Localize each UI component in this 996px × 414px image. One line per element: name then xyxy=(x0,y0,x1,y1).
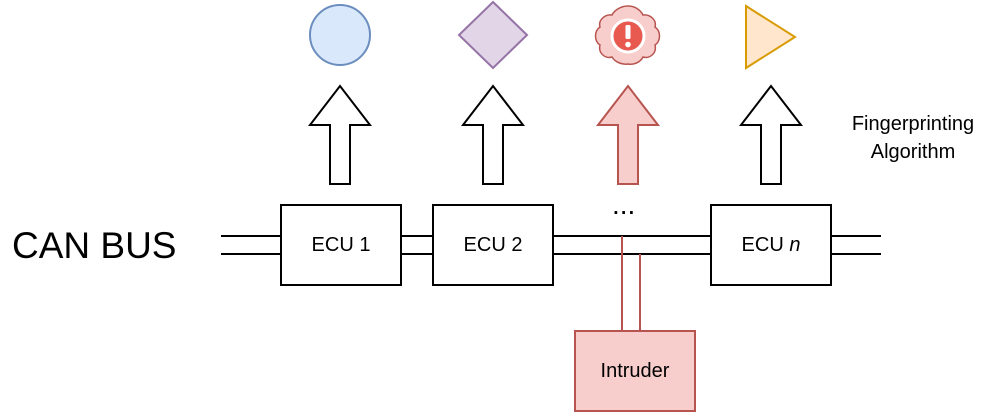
algorithm-label-line-1: Fingerprinting xyxy=(851,113,975,135)
algorithm-label-line-2: Algorithm xyxy=(870,141,956,163)
arrow-intruder xyxy=(595,84,661,185)
ecu-1-label: ECU 1 xyxy=(311,233,371,256)
intruder-connection xyxy=(621,236,641,331)
arrow-ecu-n xyxy=(738,84,804,185)
signature-diamond-icon xyxy=(457,0,529,70)
signature-triangle-icon xyxy=(745,4,797,70)
fingerprinting-algorithm-label: Fingerprinting Algorithm xyxy=(838,110,988,166)
ecu-2-box xyxy=(432,204,554,286)
signature-alert-icon xyxy=(594,5,661,65)
arrow-ecu-1 xyxy=(307,84,373,185)
can-bus-label: CAN BUS xyxy=(12,225,177,266)
intruder-box xyxy=(574,330,696,412)
intruder-label: Intruder xyxy=(600,359,670,382)
ecu-n-label-prefix: ECU xyxy=(741,233,784,256)
ellipsis-more-ecus: ... xyxy=(612,189,636,220)
ecu-1-box xyxy=(280,204,402,286)
arrow-ecu-2 xyxy=(460,84,526,185)
ecu-n-label: ECU n xyxy=(711,205,831,285)
ecu-n-box xyxy=(710,204,832,286)
ecu-2-label: ECU 2 xyxy=(463,233,523,256)
signature-circle-icon xyxy=(309,4,371,66)
ecu-n-label-index: n xyxy=(789,233,801,256)
